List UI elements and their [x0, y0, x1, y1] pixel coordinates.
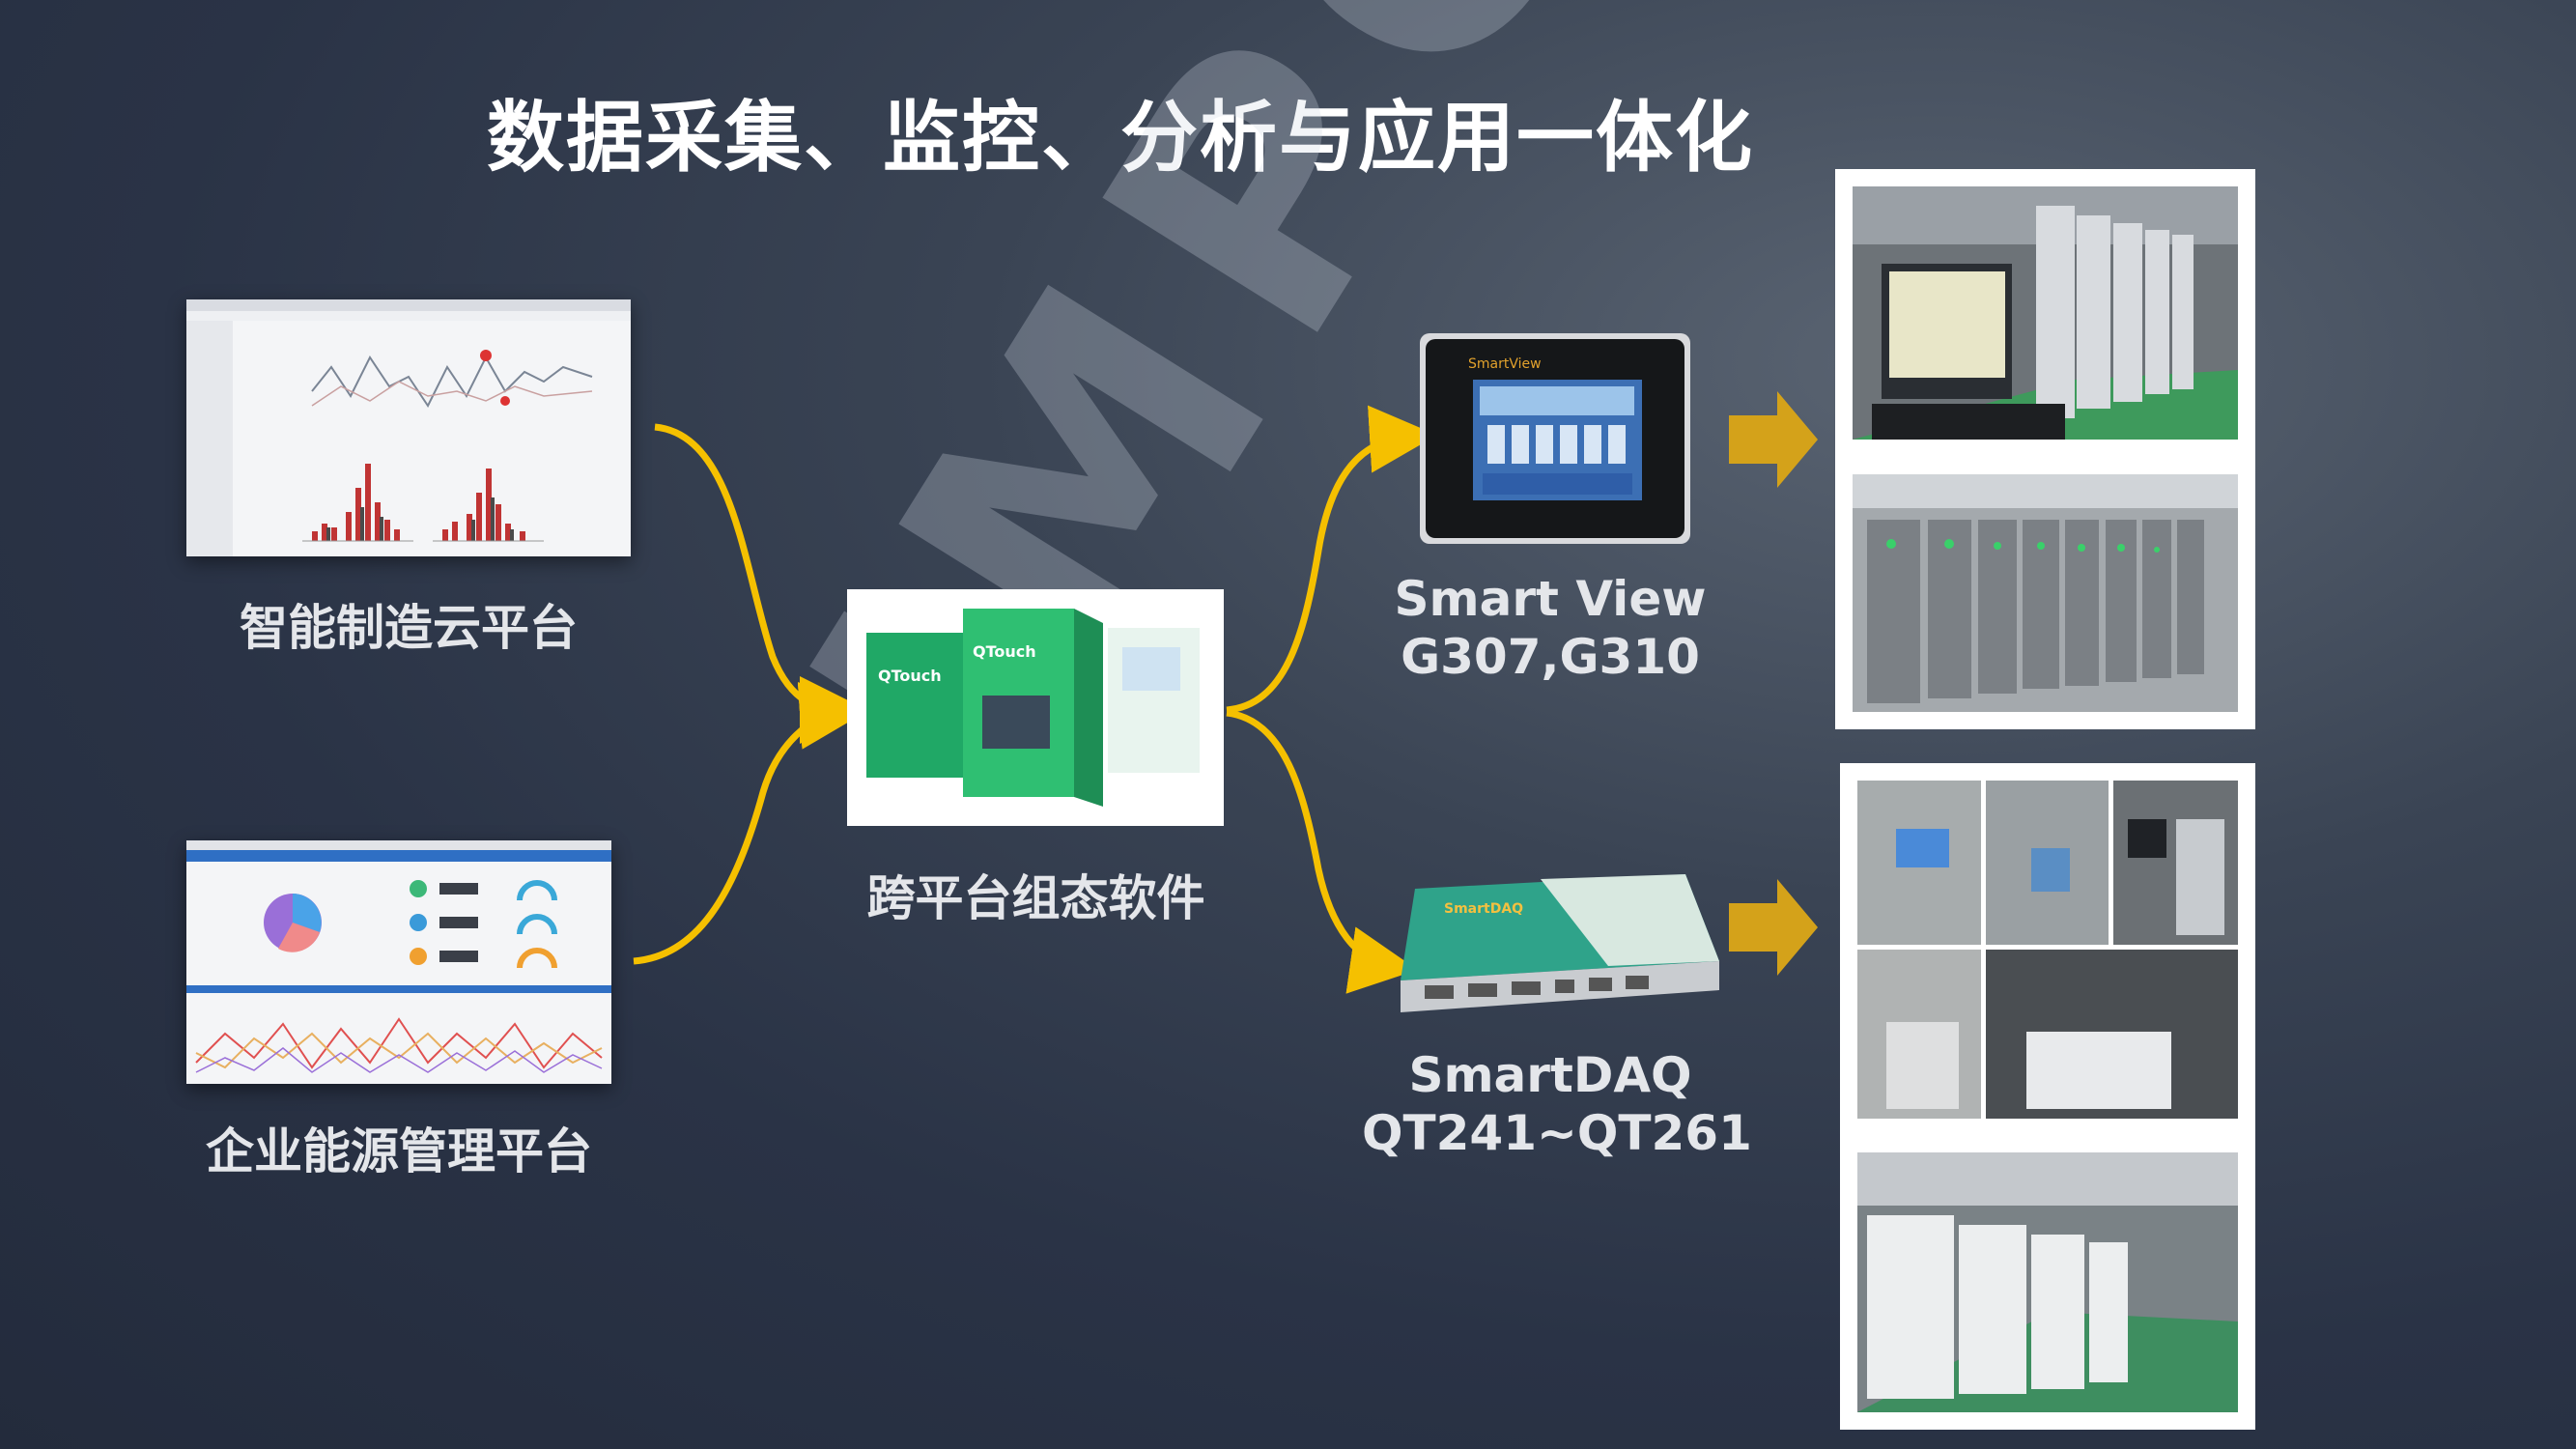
- arrow-right-bottom: [1729, 879, 1818, 976]
- slide-title: 数据采集、监控、分析与应用一体化: [487, 93, 1754, 183]
- cabinet-room-photos: [1853, 186, 2238, 712]
- energy-dashboard-graphic: [186, 840, 611, 1073]
- smartdaq-label-line2: QT241~QT261: [1362, 1105, 1752, 1161]
- smartdaq-device: SmartDAQ: [1396, 869, 1724, 1016]
- arrow-software-to-smartview: [1226, 405, 1437, 714]
- arrow-energy-to-software: [633, 681, 867, 965]
- software-box-text-2: QTouch: [973, 642, 1036, 661]
- energy-platform-label: 企业能源管理平台: [206, 1123, 592, 1179]
- software-box-text: QTouch: [878, 667, 942, 685]
- smartdaq-application-photos: [1840, 763, 2255, 1430]
- smart-view-label-line2: G307,G310: [1401, 629, 1700, 685]
- smartdaq-brand: SmartDAQ: [1444, 901, 1523, 917]
- cloud-dashboard-graphic: [186, 299, 631, 556]
- smart-view-brand: SmartView: [1468, 356, 1542, 372]
- arrow-cloud-to-software: [654, 423, 867, 744]
- arrow-software-to-smartdaq: [1226, 709, 1418, 994]
- arrow-right-top: [1729, 391, 1818, 488]
- equipment-site-photos: [1857, 781, 2238, 1412]
- software-box-graphic: QTouch QTouch: [866, 609, 1200, 807]
- energy-platform-screenshot: [186, 840, 611, 1084]
- smartdaq-label: SmartDAQ QT241~QT261: [1362, 1046, 1752, 1162]
- smart-view-application-photos: [1835, 169, 2255, 729]
- smartdaq-label-line1: SmartDAQ: [1408, 1047, 1692, 1103]
- smart-view-graphic: SmartView: [1426, 339, 1684, 538]
- configuration-software-image: QTouch QTouch: [847, 589, 1224, 826]
- smart-view-label-line1: Smart View: [1394, 571, 1707, 627]
- smart-view-label: Smart View G307,G310: [1372, 570, 1729, 686]
- configuration-software-label: 跨平台组态软件: [866, 870, 1205, 926]
- cloud-platform-label: 智能制造云平台: [240, 600, 578, 656]
- smartdaq-graphic: SmartDAQ: [1401, 874, 1719, 1012]
- cloud-platform-screenshot: [186, 299, 631, 556]
- smart-view-device: SmartView: [1420, 333, 1690, 544]
